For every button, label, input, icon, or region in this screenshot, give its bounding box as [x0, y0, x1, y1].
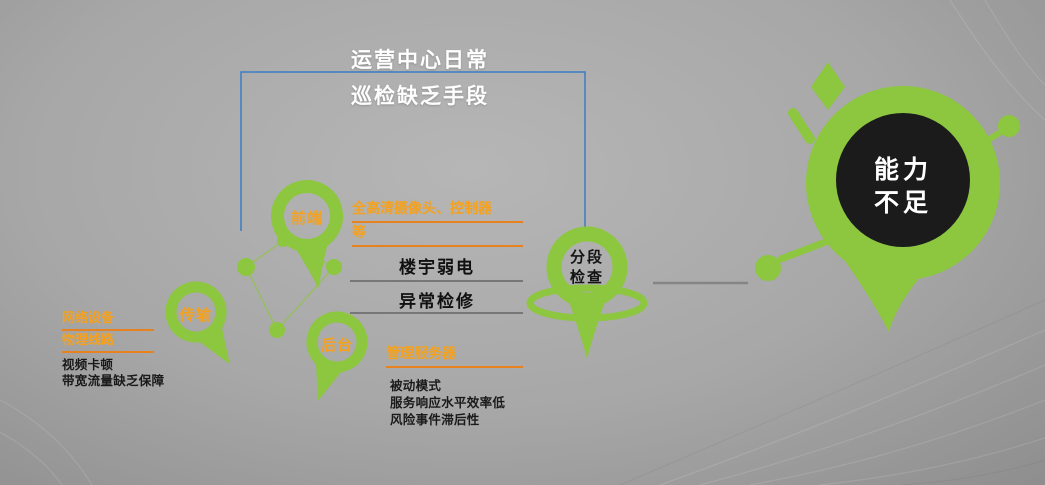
title-bracket [240, 71, 586, 238]
frontend-note-line-2: 等 [352, 222, 523, 247]
segment-pin-icon [526, 226, 648, 359]
result-pin-label-2: 不足 [873, 188, 932, 217]
backend-issue-1: 被动模式 [390, 378, 442, 393]
title-line-1: 运营中心日常 [351, 48, 489, 72]
backend-issue-2: 服务响应水平效率低 [390, 395, 506, 410]
backend-issue-3: 风险事件滞后性 [390, 412, 480, 427]
transmission-link-physical: 物理线路 [62, 329, 154, 353]
transmission-issue-1: 视频卡顿 [62, 357, 114, 372]
backend-pin-icon [306, 311, 368, 401]
frontend-note-line-1: 全高清摄像头、控制器 [352, 198, 523, 223]
transmission-pin-label: 传输 [179, 306, 212, 324]
transmission-pin-icon [165, 281, 230, 364]
result-node-decorations [755, 115, 1020, 281]
frontend-pin-icon [271, 180, 343, 289]
sparkle-icon [788, 62, 845, 144]
segment-pin-label-1: 分段 [569, 248, 604, 266]
transmission-link-network: 网络设备 [62, 307, 154, 331]
transmission-issue-2: 带宽流量缺乏保障 [62, 373, 165, 388]
background-contour-lines-dark [619, 299, 1045, 485]
result-pin-label-1: 能力 [873, 155, 932, 184]
segment-pin-label-2: 检查 [569, 268, 604, 286]
center-note-line-1: 楼宇弱电 [399, 258, 475, 278]
backend-link: 管理服务器 [386, 343, 523, 368]
result-pin-icon [806, 86, 1000, 332]
backend-pin-label: 后台 [320, 336, 353, 354]
center-note-line-2: 异常检修 [399, 292, 475, 312]
frontend-pin-label: 前端 [290, 209, 323, 227]
title-line-2: 巡检缺乏手段 [351, 84, 489, 108]
